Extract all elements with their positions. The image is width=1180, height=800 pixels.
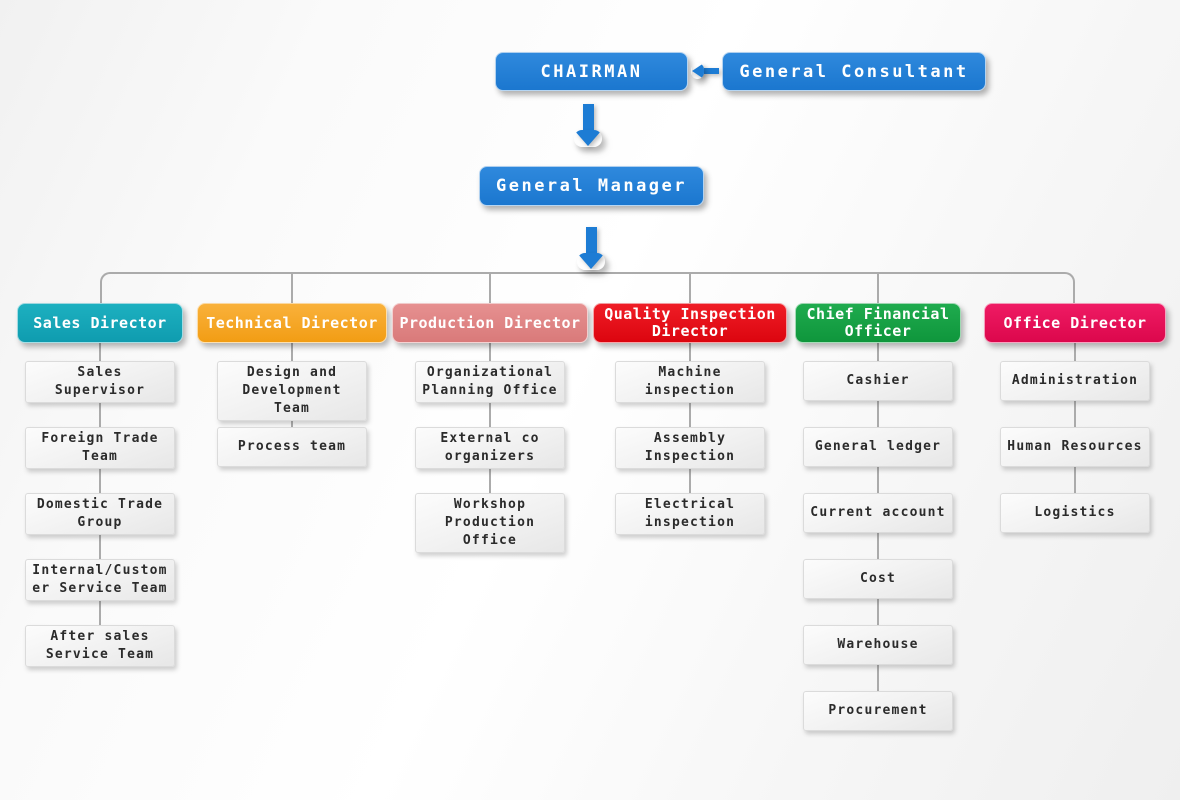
node-office-director: Office Director bbox=[984, 303, 1166, 343]
org-node: General ledger bbox=[803, 427, 953, 467]
org-node: Organizational Planning Office bbox=[415, 361, 565, 403]
org-node: External co organizers bbox=[415, 427, 565, 469]
node-chief-financial-officer: Chief Financial Officer bbox=[795, 303, 961, 343]
down-arrow-head bbox=[577, 253, 605, 270]
org-node: Design and Development Team bbox=[217, 361, 367, 421]
node-general-consultant: General Consultant bbox=[722, 52, 986, 91]
connector-drop bbox=[489, 273, 491, 304]
org-node: Current account bbox=[803, 493, 953, 533]
org-node: Assembly Inspection bbox=[615, 427, 765, 469]
org-node: After sales Service Team bbox=[25, 625, 175, 667]
org-node: Internal/Custom er Service Team bbox=[25, 559, 175, 601]
org-node: Logistics bbox=[1000, 493, 1150, 533]
org-node: Procurement bbox=[803, 691, 953, 731]
connector-drop bbox=[689, 273, 691, 304]
left-arrow-icon bbox=[691, 63, 719, 79]
column-technical: Technical Director Design and Developmen… bbox=[192, 303, 392, 467]
down-arrow-stem bbox=[585, 227, 597, 253]
org-node: Cost bbox=[803, 559, 953, 599]
node-chairman: CHAIRMAN bbox=[495, 52, 688, 91]
down-arrow-icon bbox=[574, 104, 602, 147]
connector-drop bbox=[877, 273, 879, 304]
node-production-director: Production Director bbox=[392, 303, 588, 343]
org-node: Sales Supervisor bbox=[25, 361, 175, 403]
org-node: Machine inspection bbox=[615, 361, 765, 403]
node-quality-inspection-director: Quality Inspection Director bbox=[593, 303, 787, 343]
org-node: Human Resources bbox=[1000, 427, 1150, 467]
node-technical-director: Technical Director bbox=[197, 303, 387, 343]
org-node: Cashier bbox=[803, 361, 953, 401]
connector-bar bbox=[100, 272, 1075, 304]
down-arrow-stem bbox=[582, 104, 594, 130]
column-production: Production Director Organizational Plann… bbox=[390, 303, 590, 553]
column-office: Office Director Administration Human Res… bbox=[975, 303, 1175, 533]
org-node: Administration bbox=[1000, 361, 1150, 401]
node-general-manager: General Manager bbox=[479, 166, 704, 206]
org-node: Workshop Production Office bbox=[415, 493, 565, 553]
down-arrow-icon bbox=[577, 227, 605, 270]
column-sales: Sales Director Sales Supervisor Foreign … bbox=[0, 303, 200, 667]
left-arrow-head bbox=[691, 63, 704, 79]
connector-drop bbox=[291, 273, 293, 304]
node-sales-director: Sales Director bbox=[17, 303, 183, 343]
down-arrow-head bbox=[574, 130, 602, 147]
org-node: Electrical inspection bbox=[615, 493, 765, 535]
org-node: Domestic Trade Group bbox=[25, 493, 175, 535]
column-quality: Quality Inspection Director Machine insp… bbox=[590, 303, 790, 535]
org-node: Process team bbox=[217, 427, 367, 467]
left-arrow-stem bbox=[704, 68, 719, 74]
column-financial: Chief Financial Officer Cashier General … bbox=[778, 303, 978, 731]
org-node: Foreign Trade Team bbox=[25, 427, 175, 469]
org-node: Warehouse bbox=[803, 625, 953, 665]
